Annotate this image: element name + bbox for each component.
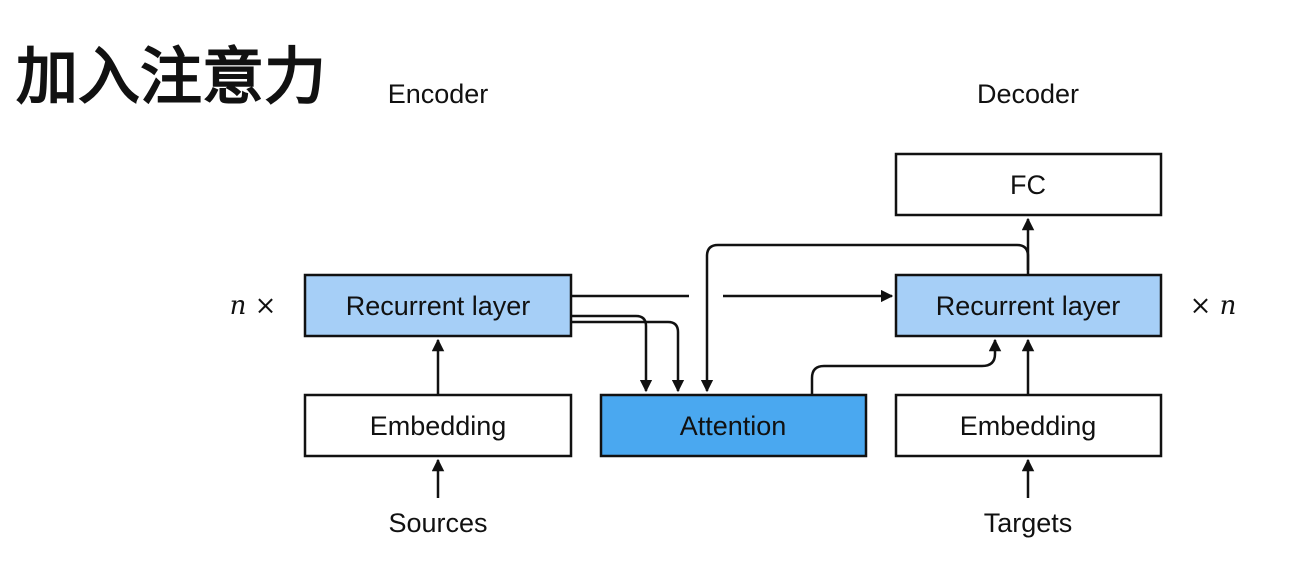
decoder-recurrent-label: Recurrent layer [936, 291, 1121, 321]
decoder-embedding-box: Embedding [894, 393, 1163, 458]
attention-to-decoder-arrow [810, 338, 1002, 395]
decoder-fc-box: FC [894, 152, 1163, 217]
encoder-recurrent-label: Recurrent layer [346, 291, 531, 321]
encoder-embedding-box: Embedding [303, 393, 573, 458]
decoder-recurrent-layer-box: Recurrent layer [894, 273, 1163, 338]
targets-label: Targets [984, 508, 1073, 538]
decoder-recurrent-rect [894, 273, 1163, 338]
decoder-embedding-rect [894, 393, 1163, 458]
attention-box: Attention [599, 393, 868, 458]
decoder-state-to-attention-arrow [700, 243, 1030, 393]
encoder-recurrent-layer-box: Recurrent layer [303, 273, 573, 338]
sources-label: Sources [388, 508, 487, 538]
encoder-embedding-rect [303, 393, 573, 458]
encoder-output-to-attention-arrow-1 [571, 314, 653, 393]
encoder-embedding-label: Embedding [370, 411, 507, 441]
decoder-label: Decoder [977, 79, 1079, 109]
decoder-repeat-label: × n [1190, 291, 1237, 321]
encoder-label: Encoder [388, 79, 489, 109]
decoder-fc-label: FC [1010, 170, 1046, 200]
decoder-fc-rect [894, 152, 1163, 217]
attention-label: Attention [680, 411, 787, 441]
attention-rect [599, 393, 868, 458]
encoder-recurrent-rect [303, 273, 573, 338]
decoder-embedding-label: Embedding [960, 411, 1097, 441]
page-title: 加入注意力 [16, 40, 326, 113]
encoder-repeat-label: n × [230, 291, 277, 321]
encoder-output-to-attention-arrow-2 [571, 320, 685, 393]
